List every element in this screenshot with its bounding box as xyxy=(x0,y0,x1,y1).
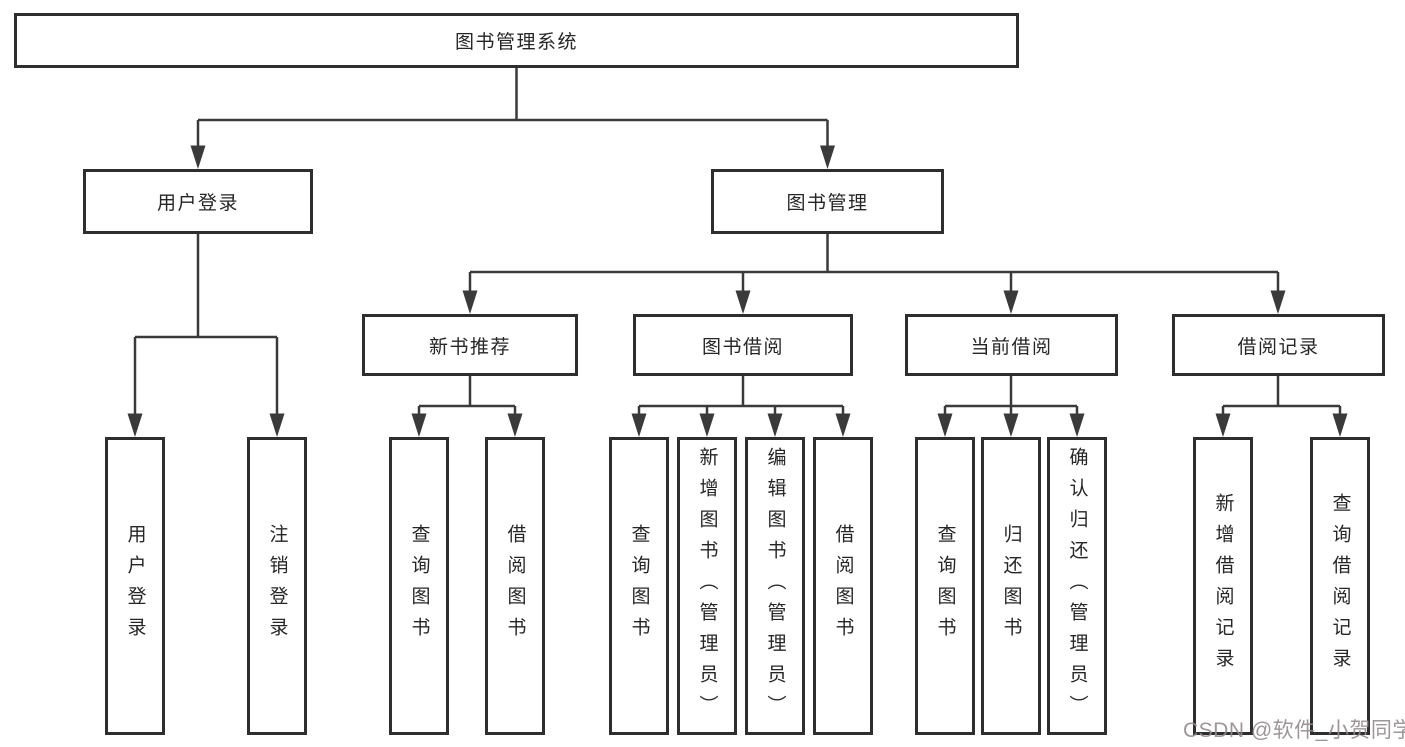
leaf-borrow-books-recommend: 借阅图书 xyxy=(485,437,545,735)
arrowhead xyxy=(1003,290,1019,314)
arrowhead xyxy=(127,413,143,437)
arrowhead xyxy=(1332,413,1348,437)
connector-rails xyxy=(196,68,829,150)
node-user-login-label: 用户登录 xyxy=(156,193,239,214)
leaf-confirm-return-admin: 确认归还（管理员） xyxy=(1047,437,1107,735)
leaf-edit-book-admin-label: 编辑图书（管理员） xyxy=(764,446,786,726)
leaf-query-books-borrowing-label: 查询图书 xyxy=(628,524,650,648)
arrowhead xyxy=(767,413,783,437)
connector-rails xyxy=(1221,376,1342,418)
node-book-management: 图书管理 xyxy=(711,169,944,234)
node-root-label: 图书管理系统 xyxy=(454,32,578,53)
connector-rails xyxy=(637,376,845,418)
leaf-borrow-books-recommend-label: 借阅图书 xyxy=(504,524,526,648)
arrowhead xyxy=(190,145,206,169)
watermark: CSDN @软件_小贺同学 xyxy=(1183,719,1405,742)
connector-book-management-to-level3 xyxy=(462,234,1286,314)
connector-borrowing-records-to-leaves xyxy=(1215,376,1348,437)
leaf-query-borrow-record: 查询借阅记录 xyxy=(1310,437,1370,735)
node-borrowing-records: 借阅记录 xyxy=(1172,314,1385,376)
node-borrowing-records-label: 借阅记录 xyxy=(1237,336,1320,358)
leaf-add-book-admin: 新增图书（管理员） xyxy=(677,437,737,735)
connector-book-borrowing-to-leaves xyxy=(631,376,851,437)
arrowhead xyxy=(411,413,427,437)
leaf-user-login-label: 用户登录 xyxy=(124,524,146,648)
connector-user-login-to-leaves xyxy=(127,234,285,437)
leaf-confirm-return-admin-label: 确认归还（管理员） xyxy=(1066,446,1088,726)
arrowhead xyxy=(820,145,835,169)
arrowhead xyxy=(1069,413,1085,437)
arrowhead xyxy=(1270,290,1286,314)
node-current-borrowing-label: 当前借阅 xyxy=(970,336,1053,358)
leaf-add-borrow-record: 新增借阅记录 xyxy=(1193,437,1253,735)
leaf-return-book: 归还图书 xyxy=(981,437,1041,735)
connector-rails xyxy=(468,234,1280,295)
arrowhead xyxy=(735,290,751,314)
connector-rails xyxy=(133,234,279,418)
arrowhead xyxy=(835,413,851,437)
arrowhead xyxy=(1003,413,1019,437)
connector-new-book-recommend-to-leaves xyxy=(411,376,523,437)
leaf-query-books-recommend-label: 查询图书 xyxy=(408,524,430,648)
node-user-login: 用户登录 xyxy=(83,169,313,234)
arrowhead xyxy=(507,413,523,437)
leaf-add-borrow-record-label: 新增借阅记录 xyxy=(1212,493,1234,679)
connector-rails xyxy=(417,376,517,418)
leaf-query-books-current: 查询图书 xyxy=(915,437,975,735)
leaf-query-books-borrowing: 查询图书 xyxy=(609,437,669,735)
arrowhead xyxy=(462,290,478,314)
node-book-borrowing: 图书借阅 xyxy=(633,314,853,376)
arrowhead xyxy=(699,413,715,437)
leaf-borrow-books-borrowing-label: 借阅图书 xyxy=(832,524,854,648)
leaf-return-book-label: 归还图书 xyxy=(1000,524,1022,648)
leaf-add-book-admin-label: 新增图书（管理员） xyxy=(696,446,718,726)
leaf-query-borrow-record-label: 查询借阅记录 xyxy=(1329,493,1351,679)
arrowhead xyxy=(269,413,285,437)
leaf-borrow-books-borrowing: 借阅图书 xyxy=(813,437,873,735)
node-book-management-label: 图书管理 xyxy=(786,193,869,214)
node-book-borrowing-label: 图书借阅 xyxy=(701,336,784,358)
node-current-borrowing: 当前借阅 xyxy=(905,314,1118,376)
leaf-logout-label: 注销登录 xyxy=(266,524,288,648)
node-new-book-recommend-label: 新书推荐 xyxy=(428,336,511,358)
connector-current-borrowing-to-leaves xyxy=(937,376,1085,437)
leaf-logout: 注销登录 xyxy=(247,437,307,735)
node-new-book-recommend: 新书推荐 xyxy=(362,314,578,376)
connector-root-to-level2 xyxy=(190,68,835,169)
connector-rails xyxy=(943,376,1079,418)
leaf-query-books-recommend: 查询图书 xyxy=(389,437,449,735)
leaf-user-login: 用户登录 xyxy=(105,437,165,735)
leaf-query-books-current-label: 查询图书 xyxy=(934,524,956,648)
arrowhead xyxy=(1215,413,1231,437)
leaf-edit-book-admin: 编辑图书（管理员） xyxy=(745,437,805,735)
node-root: 图书管理系统 xyxy=(14,13,1019,68)
arrowhead xyxy=(937,413,953,437)
arrowhead xyxy=(631,413,647,437)
